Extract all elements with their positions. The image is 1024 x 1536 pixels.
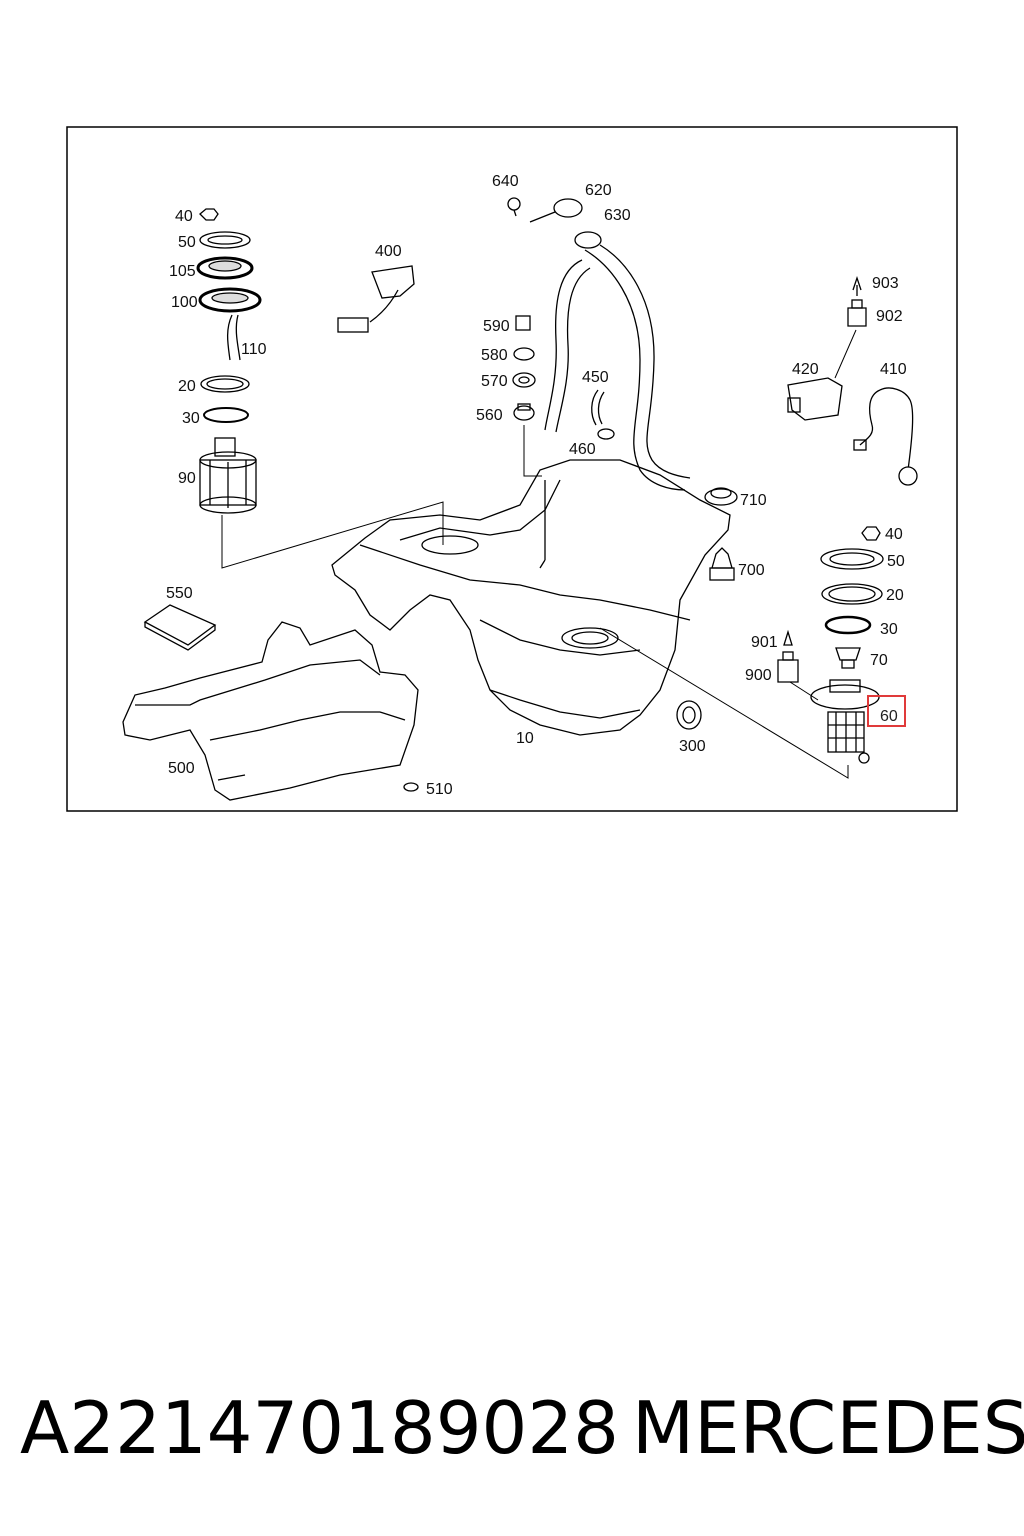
label-105: 105 bbox=[169, 263, 196, 280]
product-caption: A221470189028 MERCEDES bbox=[0, 1378, 1024, 1478]
filler-cap-620 bbox=[529, 198, 583, 223]
seal-630 bbox=[574, 231, 602, 249]
diagram-frame bbox=[66, 126, 958, 812]
label-40-left: 40 bbox=[175, 208, 193, 225]
label-700: 700 bbox=[738, 562, 765, 579]
nut-40-right bbox=[861, 526, 881, 541]
ring-20-left bbox=[200, 375, 250, 393]
label-30-right: 30 bbox=[880, 621, 898, 638]
fuel-system-parts-diagram: 640 620 630 40 50 105 100 110 20 30 90 4… bbox=[66, 126, 958, 812]
sensor-901 bbox=[783, 629, 793, 646]
ring-30-right bbox=[824, 615, 872, 635]
label-20-left: 20 bbox=[178, 378, 196, 395]
ring-30-left bbox=[203, 407, 249, 423]
grommet-710 bbox=[704, 487, 738, 506]
fuel-tank-10 bbox=[331, 459, 731, 736]
label-900: 900 bbox=[745, 667, 772, 684]
label-710: 710 bbox=[740, 492, 767, 509]
label-60: 60 bbox=[880, 708, 898, 725]
pad-550 bbox=[143, 604, 217, 651]
ring-20-right bbox=[821, 583, 883, 605]
sensor-420 bbox=[787, 377, 843, 421]
ring-50-right bbox=[820, 548, 884, 570]
label-560: 560 bbox=[476, 407, 503, 424]
clip-510 bbox=[403, 782, 419, 792]
part-number: A221470189028 bbox=[20, 1386, 619, 1470]
label-410: 410 bbox=[880, 361, 907, 378]
grommet-560 bbox=[513, 403, 535, 421]
flange-105 bbox=[196, 256, 254, 280]
label-550: 550 bbox=[166, 585, 193, 602]
label-570: 570 bbox=[481, 373, 508, 390]
grommet-300 bbox=[676, 700, 702, 730]
ring-50-left bbox=[199, 231, 251, 249]
nut-40-left bbox=[199, 208, 219, 221]
connector-902 bbox=[847, 299, 867, 327]
label-620: 620 bbox=[585, 182, 612, 199]
label-10: 10 bbox=[516, 730, 534, 747]
label-70: 70 bbox=[870, 652, 888, 669]
label-640: 640 bbox=[492, 173, 519, 190]
label-50-left: 50 bbox=[178, 234, 196, 251]
grommet-570 bbox=[512, 372, 536, 388]
bumper-700 bbox=[709, 547, 735, 581]
label-20-right: 20 bbox=[886, 587, 904, 604]
brand-name: MERCEDES bbox=[632, 1386, 1024, 1470]
highlight-box-60 bbox=[867, 695, 906, 727]
label-450: 450 bbox=[582, 369, 609, 386]
label-110: 110 bbox=[241, 341, 267, 358]
label-300: 300 bbox=[679, 738, 706, 755]
sender-400 bbox=[337, 265, 415, 333]
flange-100 bbox=[198, 287, 262, 313]
label-902: 902 bbox=[876, 308, 903, 325]
label-630: 630 bbox=[604, 207, 631, 224]
label-580: 580 bbox=[481, 347, 508, 364]
label-420: 420 bbox=[792, 361, 819, 378]
hose-450 bbox=[591, 389, 605, 426]
label-30-left: 30 bbox=[182, 410, 200, 427]
wire-110 bbox=[226, 314, 241, 361]
label-90: 90 bbox=[178, 470, 196, 487]
label-100: 100 bbox=[171, 294, 198, 311]
valve-70 bbox=[835, 647, 861, 669]
sensor-903 bbox=[852, 275, 862, 296]
label-460: 460 bbox=[569, 441, 596, 458]
label-510: 510 bbox=[426, 781, 453, 798]
filler-pipe bbox=[544, 244, 691, 491]
washer-580 bbox=[513, 347, 535, 361]
nut-590 bbox=[515, 315, 531, 331]
heat-shield-500 bbox=[122, 621, 419, 801]
label-901: 901 bbox=[751, 634, 778, 651]
label-500: 500 bbox=[168, 760, 195, 777]
label-50-right: 50 bbox=[887, 553, 905, 570]
label-903: 903 bbox=[872, 275, 899, 292]
label-400: 400 bbox=[375, 243, 402, 260]
label-40-right: 40 bbox=[885, 526, 903, 543]
connector-900 bbox=[777, 651, 799, 683]
filler-cap-640 bbox=[507, 197, 521, 217]
label-590: 590 bbox=[483, 318, 510, 335]
level-sensor-410 bbox=[853, 387, 918, 486]
clamp-460 bbox=[597, 428, 615, 440]
pump-90 bbox=[199, 437, 257, 514]
